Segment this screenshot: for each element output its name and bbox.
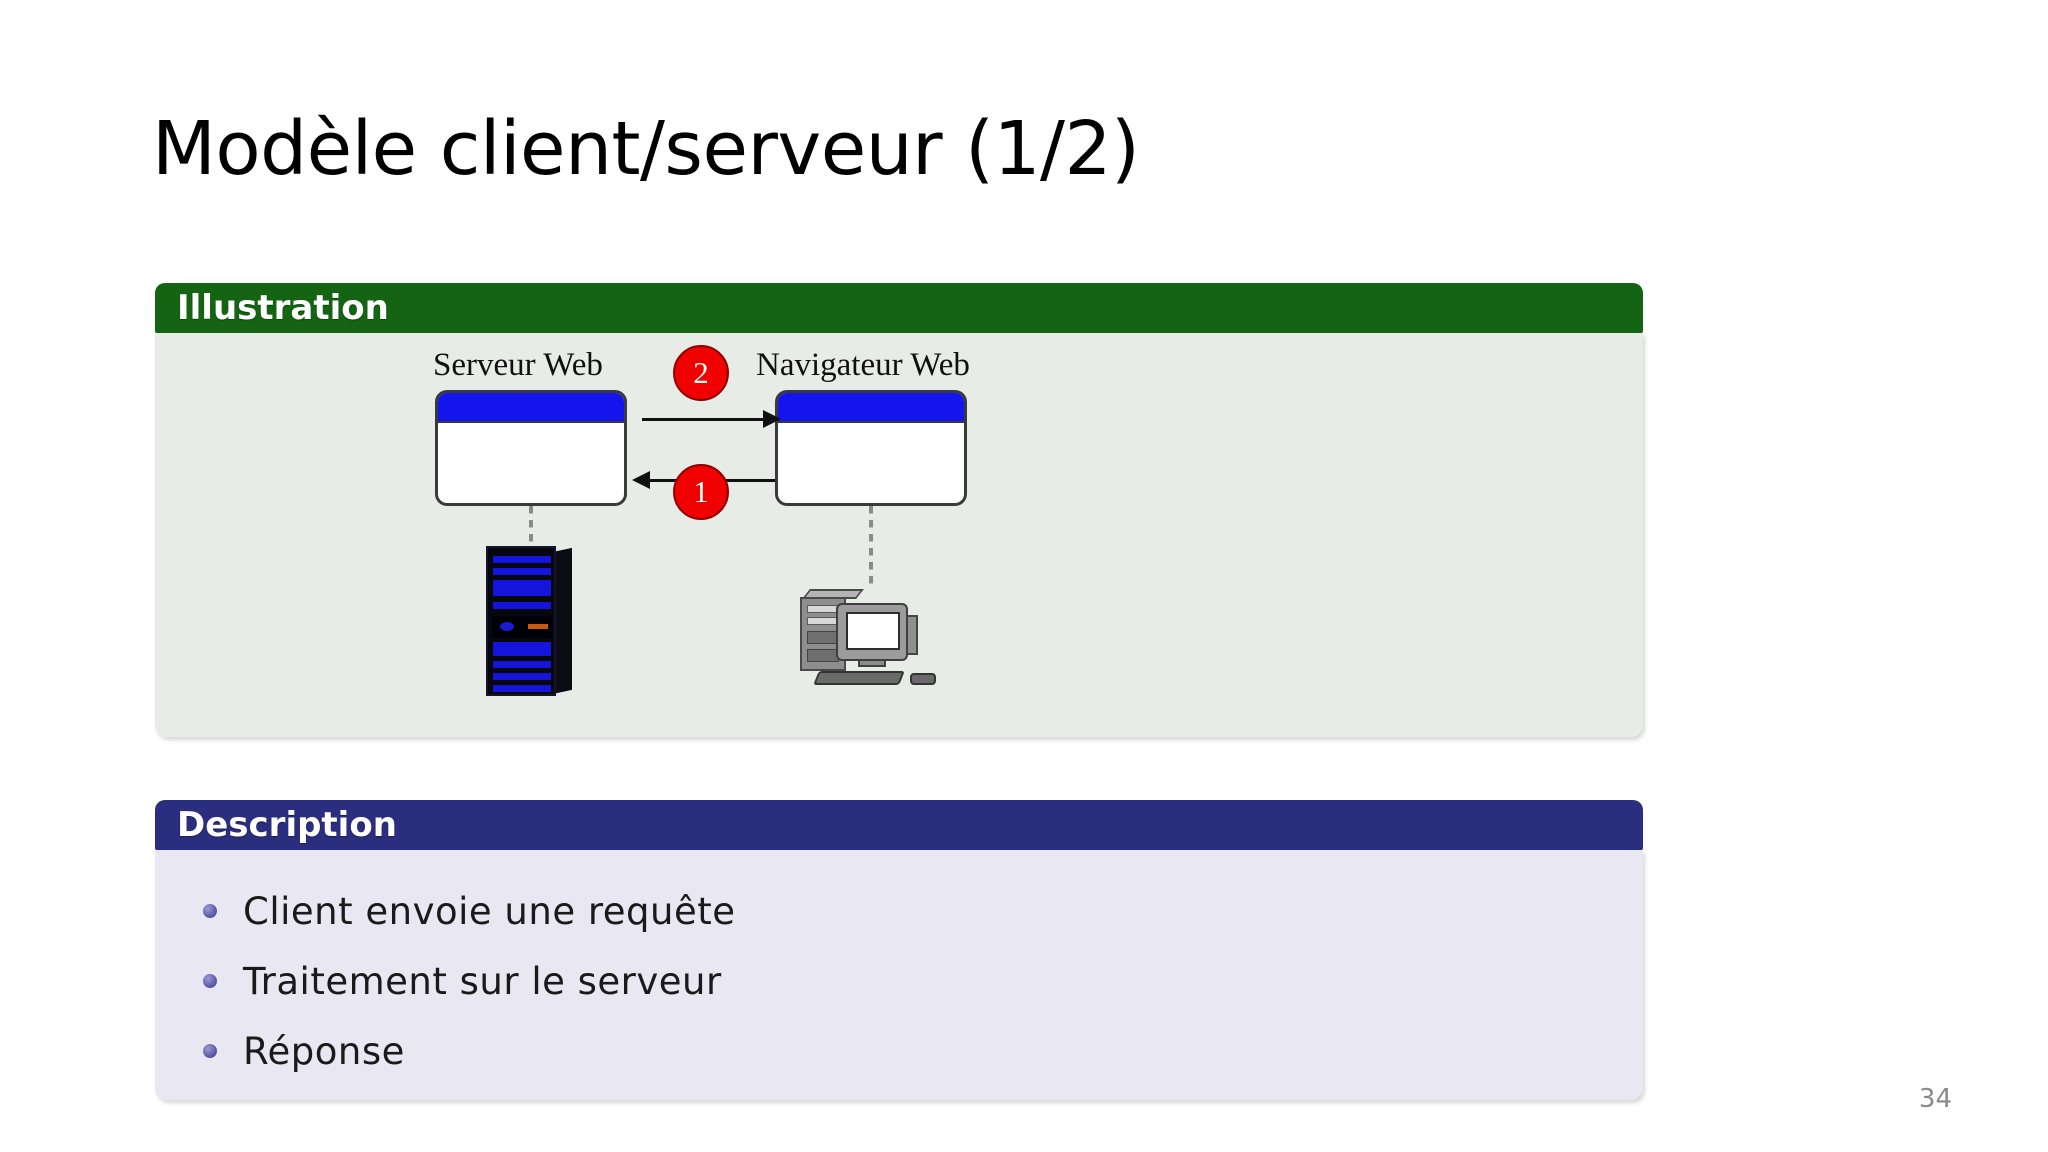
- badge-1: 1: [673, 464, 729, 520]
- list-item-label: Réponse: [243, 1029, 405, 1073]
- description-body: Client envoie une requête Traitement sur…: [155, 850, 1643, 1100]
- client-server-diagram: Serveur Web Navigateur Web 2 1: [155, 333, 1643, 737]
- illustration-header: Illustration: [155, 283, 1643, 333]
- pc-mouse: [910, 673, 936, 685]
- client-window-titlebar: [778, 393, 964, 423]
- list-item: Traitement sur le serveur: [203, 946, 1643, 1016]
- pc-monitor: [836, 603, 908, 661]
- server-node-label: Serveur Web: [433, 347, 603, 383]
- server-rack-front: [486, 546, 556, 696]
- list-item: Réponse: [203, 1016, 1643, 1086]
- illustration-header-label: Illustration: [177, 288, 389, 328]
- page-number: 34: [1918, 1084, 1952, 1114]
- server-window-titlebar: [438, 393, 624, 423]
- page-title: Modèle client/serveur (1/2): [152, 106, 1140, 192]
- bullet-dot-icon: [203, 904, 217, 918]
- description-header: Description: [155, 800, 1643, 850]
- pc-keyboard: [813, 671, 905, 685]
- pc-monitor-stand: [858, 659, 886, 667]
- server-window-box: [435, 390, 627, 506]
- client-connector-line: [869, 506, 873, 589]
- server-connector-line: [529, 506, 533, 546]
- request-arrow-line: [642, 418, 767, 421]
- list-item: Client envoie une requête: [203, 876, 1643, 946]
- client-window-box: [775, 390, 967, 506]
- server-rack-icon: [486, 546, 572, 696]
- illustration-panel: Illustration Serveur Web Navigateur Web …: [155, 283, 1643, 737]
- description-header-label: Description: [177, 805, 397, 845]
- client-node-label: Navigateur Web: [756, 347, 970, 383]
- response-arrow-head-icon: [632, 471, 650, 489]
- request-arrow-head-icon: [763, 410, 781, 428]
- bullet-dot-icon: [203, 1044, 217, 1058]
- list-item-label: Traitement sur le serveur: [243, 959, 722, 1003]
- illustration-body: Serveur Web Navigateur Web 2 1: [155, 333, 1643, 737]
- list-item-label: Client envoie une requête: [243, 889, 736, 933]
- badge-2: 2: [673, 345, 729, 401]
- bullet-dot-icon: [203, 974, 217, 988]
- desktop-computer-icon: [800, 589, 938, 693]
- description-panel: Description Client envoie une requête Tr…: [155, 800, 1643, 1100]
- pc-screen: [846, 612, 900, 650]
- description-bullet-list: Client envoie une requête Traitement sur…: [203, 876, 1643, 1086]
